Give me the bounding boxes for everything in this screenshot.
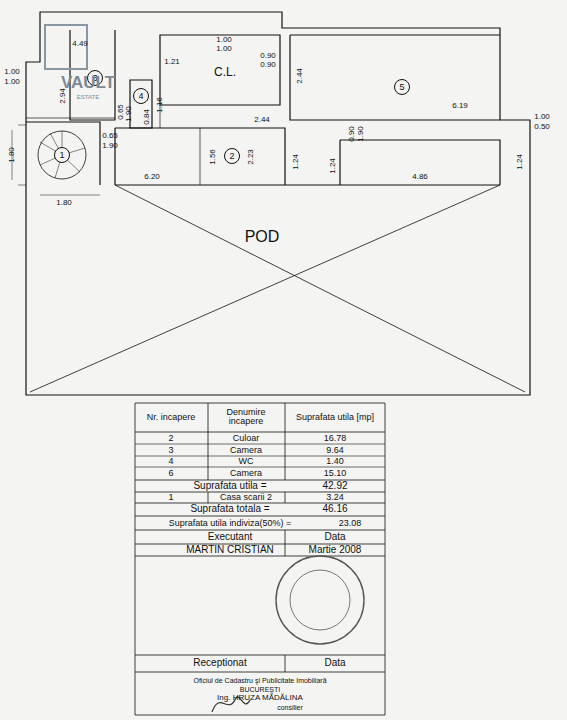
dimension: 1.90	[125, 106, 133, 122]
table-cell: Martie 2008	[309, 545, 362, 555]
table-cell: 9.64	[326, 446, 344, 455]
outer-wall	[26, 12, 530, 395]
table-cell: 42.92	[322, 481, 347, 491]
table-cell: Culoar	[233, 434, 260, 443]
watermark: ESTATE	[77, 94, 99, 100]
dimension: POD	[245, 229, 280, 245]
table-cell: 3.24	[326, 493, 344, 502]
room-number-text: 1	[59, 151, 64, 160]
stair-treads	[40, 131, 85, 178]
table-cell: consilier	[277, 704, 303, 711]
walls	[26, 105, 200, 185]
dimension: 0.50	[534, 123, 550, 131]
table-cell: Suprafata utila [mp]	[290, 413, 380, 422]
walls	[160, 35, 500, 185]
table-cell: Executant	[208, 532, 252, 542]
table-cell: Nr. incapere	[138, 413, 204, 422]
room-number: 5	[394, 79, 410, 95]
logo-frame	[45, 25, 87, 69]
table-cell: Camera	[230, 446, 262, 455]
room-number: 1	[54, 147, 70, 163]
dimension: 1.24	[292, 154, 300, 170]
room-number: 2	[224, 148, 240, 164]
dimension: 1.90	[102, 142, 118, 150]
table-cell: 2	[168, 434, 173, 443]
table-cell: 1.40	[326, 457, 344, 466]
table-cell: 1	[168, 493, 173, 502]
table-cell: 46.16	[322, 504, 347, 514]
dimension: 1.00	[534, 113, 550, 121]
table-grid	[135, 403, 385, 715]
dimension: 1.56	[209, 149, 217, 165]
table-cell: Casa scarii 2	[220, 493, 272, 502]
table-cell: Oficiul de Cadastru şi Publicitate Imobi…	[193, 677, 326, 684]
table-grid	[135, 444, 385, 467]
table-cell: Suprafata totala =	[190, 504, 269, 514]
stamp	[276, 556, 364, 644]
table-cell: Denumire incapere	[213, 408, 279, 426]
room-number-text: 2	[229, 152, 234, 161]
dimension: 1.80	[8, 147, 16, 163]
spiral-stair	[38, 131, 86, 179]
dimension: 1.90	[357, 126, 365, 142]
dimension: 0.65	[117, 104, 125, 120]
table-cell: Data	[324, 532, 345, 542]
dimension: 4.49	[72, 40, 88, 48]
table-cell: Suprafata utila indiviza(50%) =	[169, 519, 291, 528]
table-cell: Suprafata utila =	[193, 481, 266, 491]
dimension: 1.00	[216, 36, 232, 44]
table-cell: 4	[168, 457, 173, 466]
dimension: 2.94	[59, 88, 67, 104]
table-cell: MARTIN CRISTIAN	[186, 545, 274, 555]
dimension: 1.80	[56, 199, 72, 207]
stamp	[290, 570, 350, 630]
dimension: 4.86	[412, 173, 428, 181]
table-cell: 6	[168, 469, 173, 478]
dimension: 1.24	[516, 154, 524, 170]
dimension: 6.20	[144, 173, 160, 181]
attic-cross	[30, 185, 525, 392]
dimension: 1.24	[329, 158, 337, 174]
dimension: C.L.	[214, 66, 236, 78]
dimension: 0.84	[143, 109, 151, 125]
walls	[26, 122, 500, 185]
dimension: 0.90	[260, 52, 276, 60]
dimension: 0.65	[102, 132, 118, 140]
table-cell: Data	[324, 658, 345, 668]
dimension: 0.90	[348, 126, 356, 142]
dimension: 1.00	[216, 45, 232, 53]
dimension: 2.44	[254, 116, 270, 124]
table-cell: 23.08	[339, 519, 362, 528]
table-cell: 15.10	[324, 469, 347, 478]
table-cell: 3	[168, 446, 173, 455]
watermark: VAULT	[61, 74, 115, 91]
dimension: 1.00	[4, 78, 20, 86]
dimension: 1.21	[164, 58, 180, 66]
dimension: 6.19	[452, 102, 468, 110]
table-cell: 16.78	[324, 434, 347, 443]
room-number-text: 5	[399, 83, 404, 92]
table-cell: Receptionat	[193, 658, 246, 668]
table-cell: WC	[239, 457, 254, 466]
room-number: 4	[133, 88, 149, 104]
dimension: 1.00	[4, 68, 20, 76]
dimension: 1.16	[156, 97, 164, 113]
table-cell: Camera	[230, 469, 262, 478]
dimension: 2.44	[296, 68, 304, 84]
table-cell: Ing. HRUZA MĂDĂLINA	[217, 694, 303, 702]
table-cell: BUCUREŞTI	[240, 686, 280, 693]
dimension: 0.90	[260, 61, 276, 69]
dimension: 2.23	[247, 149, 255, 165]
room-number-text: 4	[138, 92, 143, 101]
dimension-line	[12, 125, 100, 195]
